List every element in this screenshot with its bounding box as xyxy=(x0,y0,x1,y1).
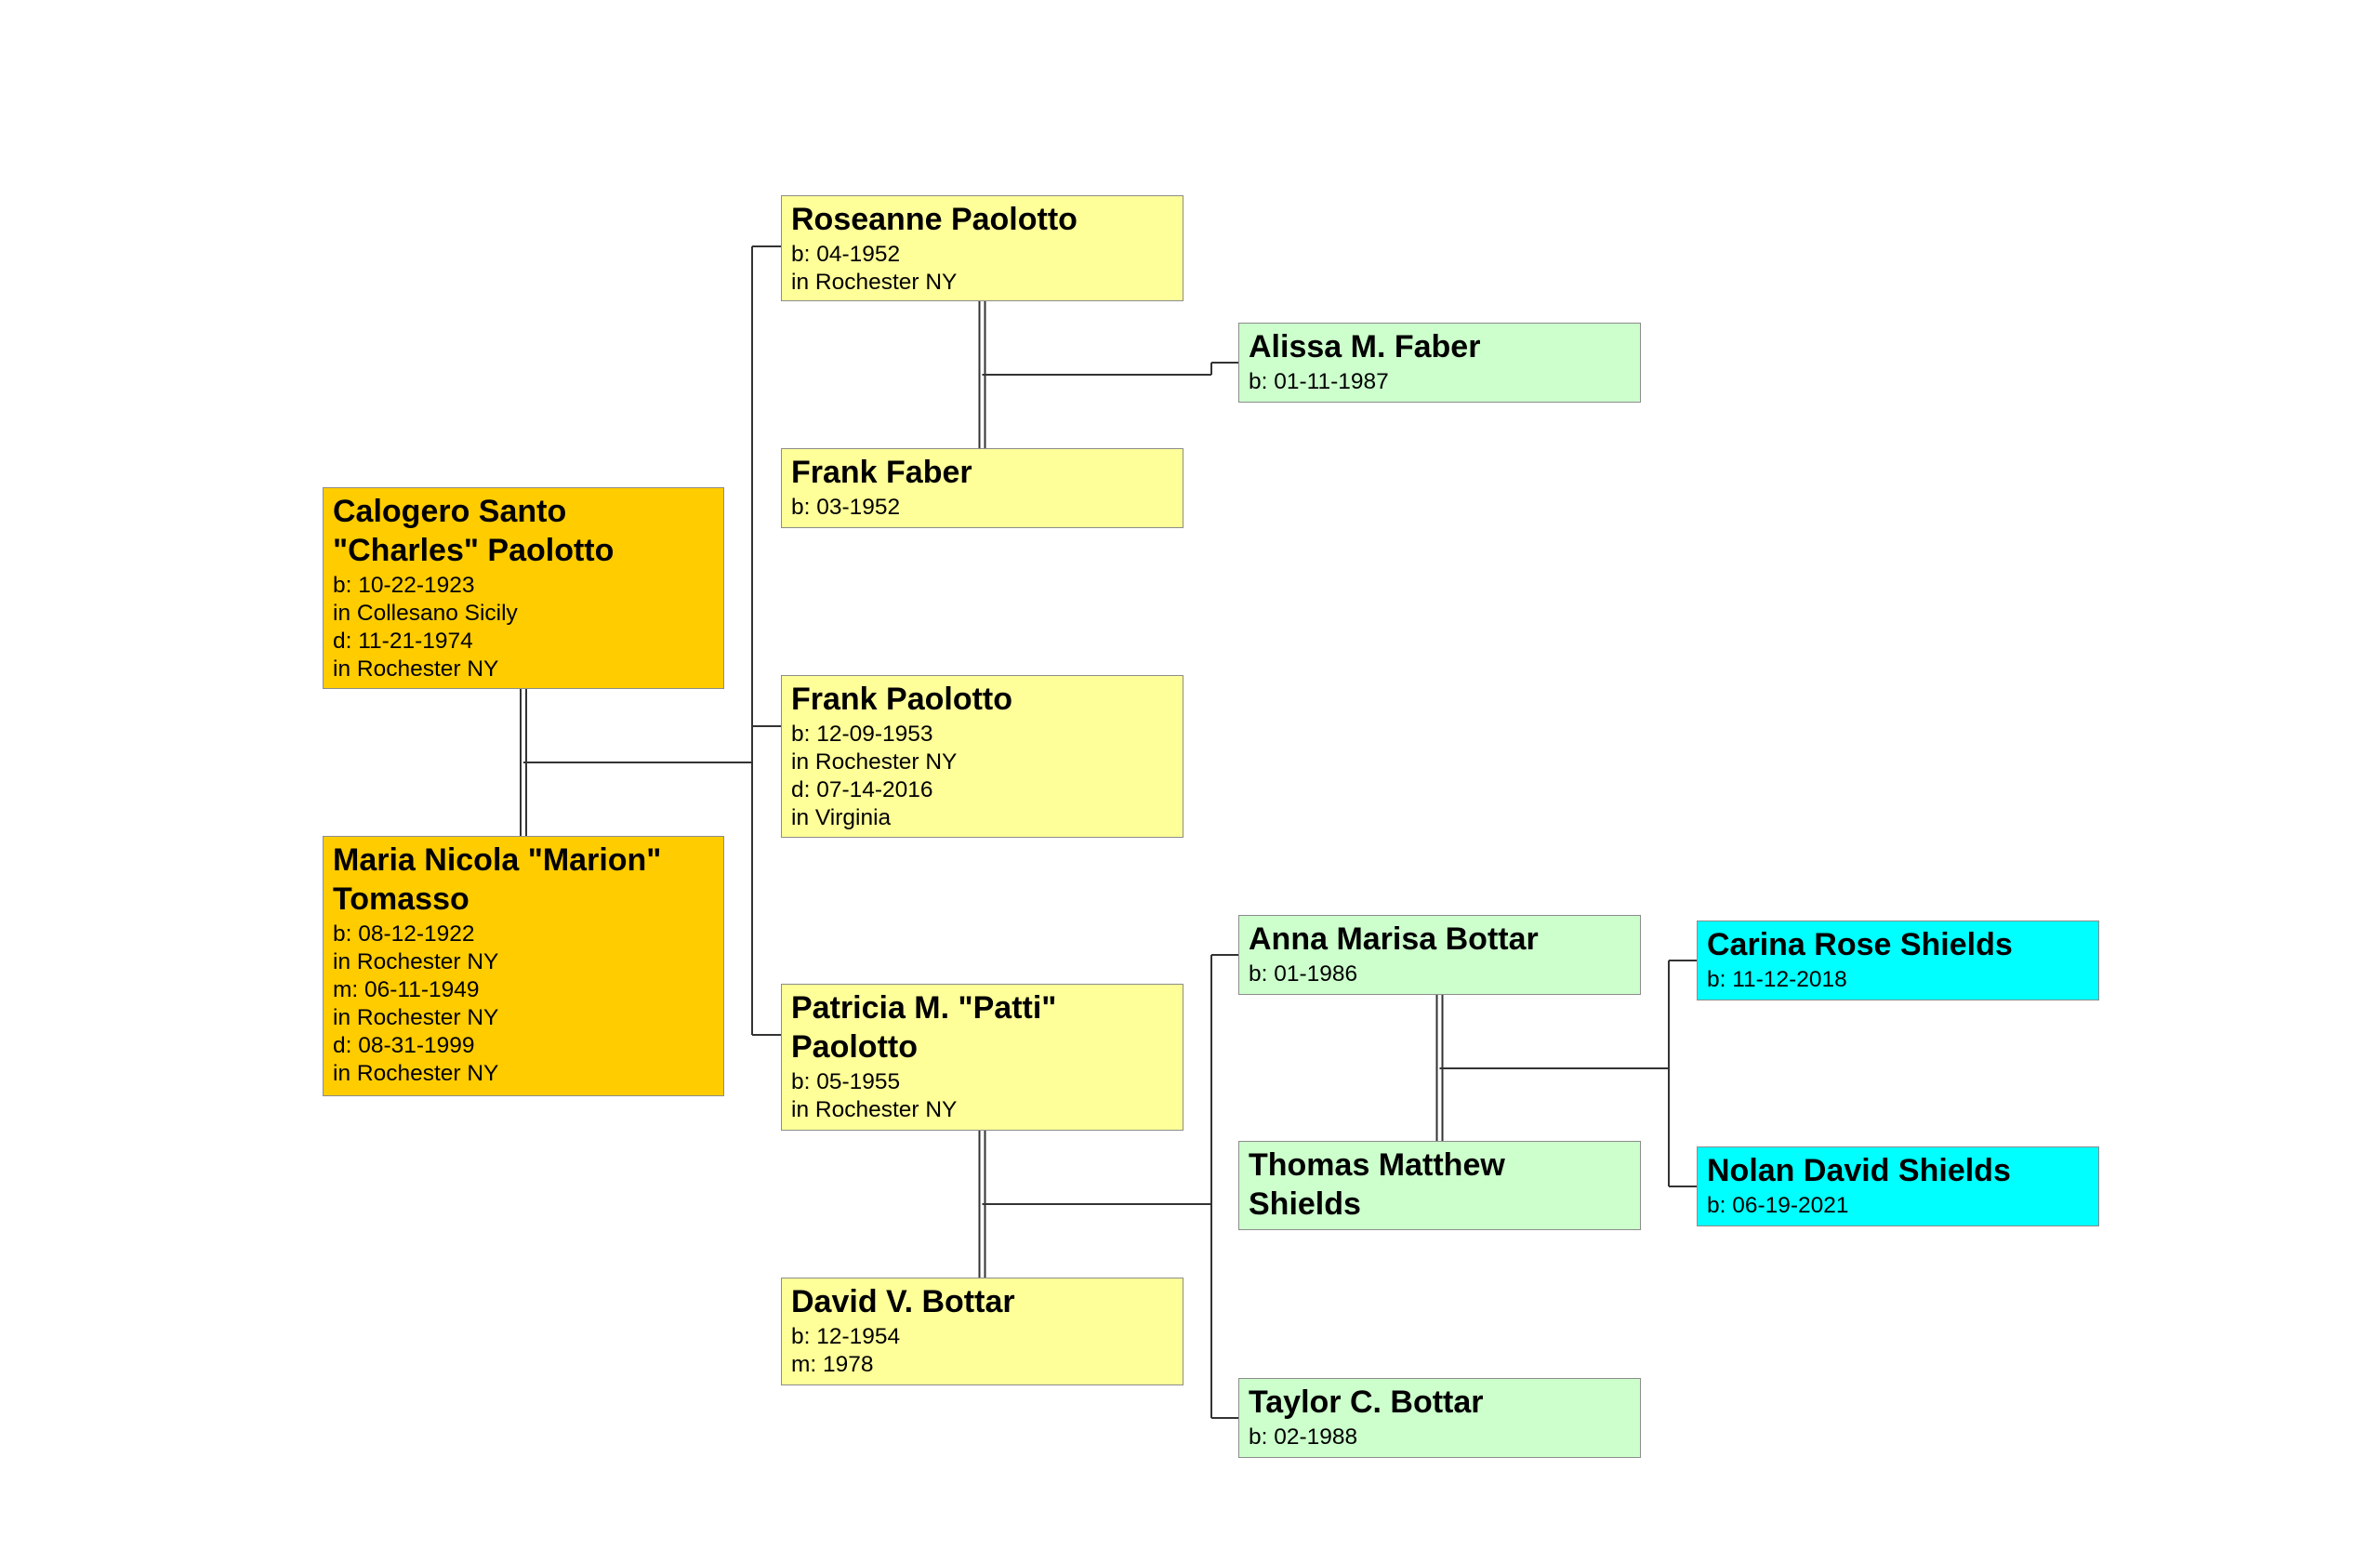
person-name: Alissa M. Faber xyxy=(1249,329,1481,364)
person-card-roseanne-paolotto[interactable]: Roseanne Paolotto b: 04-1952 in Rochester … xyxy=(781,195,1183,301)
person-card-taylor-bottar[interactable]: Taylor C. Bottar b: 02-1988 xyxy=(1238,1378,1641,1458)
person-facts: b: 06-19-2021 xyxy=(1707,1192,2089,1220)
person-card-carina-shields[interactable]: Carina Rose Shields b: 11-12-2018 xyxy=(1697,921,2099,1000)
person-facts: b: 12-1954 m: 1978 xyxy=(791,1323,1173,1379)
person-card-frank-faber[interactable]: Frank Faber b: 03-1952 xyxy=(781,448,1183,528)
person-facts: b: 03-1952 xyxy=(791,494,1173,522)
person-facts: b: 02-1988 xyxy=(1249,1424,1631,1451)
person-fact: b: 11-12-2018 xyxy=(1707,967,1847,992)
person-fact: in Rochester NY xyxy=(791,749,958,775)
person-facts: b: 11-12-2018 xyxy=(1707,966,2089,994)
person-card-alissa-faber[interactable]: Alissa M. Faber b: 01-11-1987 xyxy=(1238,323,1641,403)
person-name: Maria Nicola "Marion"Tomasso xyxy=(333,842,662,917)
person-facts: b: 01-11-1987 xyxy=(1249,368,1631,396)
person-fact: b: 10-22-1923 xyxy=(333,573,475,598)
person-fact: b: 06-19-2021 xyxy=(1707,1193,1849,1218)
person-name: Taylor C. Bottar xyxy=(1249,1384,1484,1420)
person-fact: b: 03-1952 xyxy=(791,495,901,520)
person-fact: in Collesano Sicily xyxy=(333,601,518,626)
person-name: David V. Bottar xyxy=(791,1284,1015,1319)
person-name: Roseanne Paolotto xyxy=(791,202,1078,237)
person-facts: b: 04-1952 in Rochester NY xyxy=(791,241,1173,297)
person-card-david-bottar[interactable]: David V. Bottar b: 12-1954 m: 1978 xyxy=(781,1278,1183,1385)
person-facts: b: 01-1986 xyxy=(1249,960,1631,988)
person-name: Patricia M. "Patti"Paolotto xyxy=(791,990,1057,1065)
person-fact: in Rochester NY xyxy=(791,270,958,295)
person-fact: in Rochester NY xyxy=(333,949,499,974)
person-facts: b: 10-22-1923 in Collesano Sicily d: 11-21… xyxy=(333,572,714,683)
person-fact: b: 05-1955 xyxy=(791,1069,901,1094)
person-fact: b: 12-1954 xyxy=(791,1324,901,1349)
person-name: Carina Rose Shields xyxy=(1707,927,2013,962)
person-fact: in Rochester NY xyxy=(791,1097,958,1122)
person-fact: m: 06-11-1949 xyxy=(333,977,480,1002)
person-fact: b: 01-11-1987 xyxy=(1249,369,1389,394)
person-card-patricia-paolotto[interactable]: Patricia M. "Patti"Paolotto b: 05-1955 in … xyxy=(781,984,1183,1131)
person-fact: in Rochester NY xyxy=(333,1061,499,1086)
person-fact: b: 04-1952 xyxy=(791,242,901,267)
person-fact: d: 07-14-2016 xyxy=(791,777,933,802)
person-fact: b: 12-09-1953 xyxy=(791,722,933,747)
person-name: Nolan David Shields xyxy=(1707,1153,2011,1188)
person-fact: in Rochester NY xyxy=(333,1005,499,1030)
person-card-anna-bottar[interactable]: Anna Marisa Bottar b: 01-1986 xyxy=(1238,915,1641,995)
person-fact: b: 01-1986 xyxy=(1249,961,1358,987)
person-fact: d: 08-31-1999 xyxy=(333,1033,475,1058)
person-fact: b: 08-12-1922 xyxy=(333,921,475,947)
person-card-nolan-shields[interactable]: Nolan David Shields b: 06-19-2021 xyxy=(1697,1146,2099,1226)
person-fact: in Rochester NY xyxy=(333,656,499,682)
person-name: Frank Paolotto xyxy=(791,682,1013,717)
person-name: Frank Faber xyxy=(791,455,972,490)
person-fact: in Virginia xyxy=(791,805,892,830)
person-facts: b: 05-1955 in Rochester NY xyxy=(791,1068,1173,1124)
person-fact: d: 11-21-1974 xyxy=(333,629,473,654)
person-name: Calogero Santo"Charles" Paolotto xyxy=(333,494,615,568)
person-fact: b: 02-1988 xyxy=(1249,1424,1358,1450)
person-fact: m: 1978 xyxy=(791,1352,874,1377)
person-name: Anna Marisa Bottar xyxy=(1249,921,1539,957)
